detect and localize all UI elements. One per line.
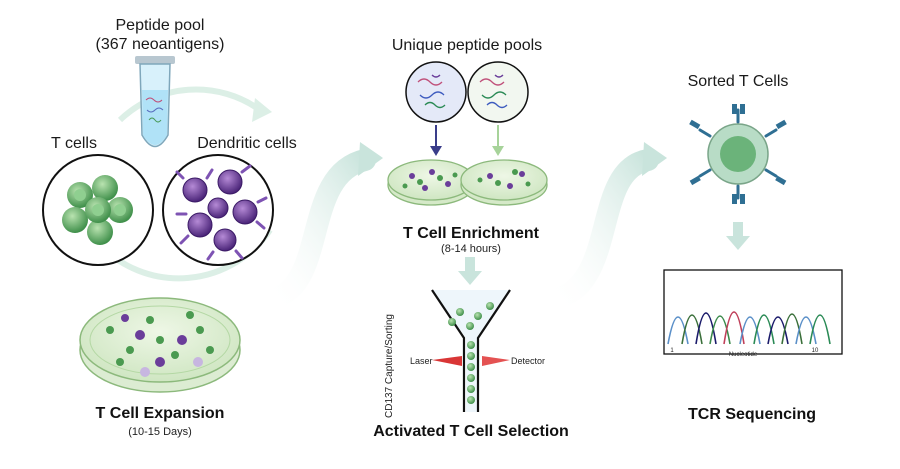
peptide-pool-line1: Peptide pool <box>115 17 205 34</box>
sorted-t-cells-label: Sorted T Cells <box>687 73 789 90</box>
unique-pools-label: Unique peptide pools <box>391 37 543 54</box>
expansion-title: T Cell Expansion <box>95 405 225 422</box>
laser-beam <box>432 356 462 366</box>
enrichment-title: T Cell Enrichment <box>402 225 540 242</box>
expansion-duration: (10-15 Days) <box>128 426 192 438</box>
peptide-pool-line2: (367 neoantigens) <box>95 36 225 53</box>
chromatogram-x-label: Nucleotide <box>728 352 758 358</box>
enrichment-down-arrow <box>458 257 482 285</box>
peptide-pool-2-circle <box>467 61 529 123</box>
chromatogram-x-end: 10 <box>811 348 819 354</box>
flow-arrow-2 <box>539 142 667 311</box>
pool-arrows <box>430 125 504 156</box>
expansion-dish <box>79 297 241 393</box>
t-cell-cluster <box>62 175 133 245</box>
flow-arrow-1 <box>257 142 383 311</box>
sorted-down-arrow <box>726 222 750 250</box>
chromatogram <box>663 269 843 355</box>
enrichment-dish-1 <box>387 159 475 206</box>
dendritic-cells-label: Dendritic cells <box>197 135 297 152</box>
peptide-pool-label: Peptide pool (367 neoantigens) <box>96 16 225 54</box>
enrichment-duration: (8-14 hours) <box>441 243 501 255</box>
enrichment-dish-2 <box>460 159 548 206</box>
detector-label: Detector <box>511 356 546 366</box>
laser-label: Laser <box>410 356 433 366</box>
sequencing-title: TCR Sequencing <box>687 406 817 423</box>
peptide-tube-icon <box>135 56 175 148</box>
chromatogram-x-start: 1 <box>670 348 674 354</box>
capture-sorting-label: CD137 Capture/Sorting <box>384 314 395 418</box>
sorting-funnel <box>431 289 511 412</box>
peptide-pool-1-circle <box>405 61 467 123</box>
detector-beam <box>482 356 510 366</box>
selection-title: Activated T Cell Selection <box>373 423 569 440</box>
t-cells-label: T cells <box>51 135 97 152</box>
t-cells-circle <box>42 154 154 266</box>
sorted-t-cell <box>689 104 787 204</box>
dendritic-cells-circle <box>162 154 274 266</box>
